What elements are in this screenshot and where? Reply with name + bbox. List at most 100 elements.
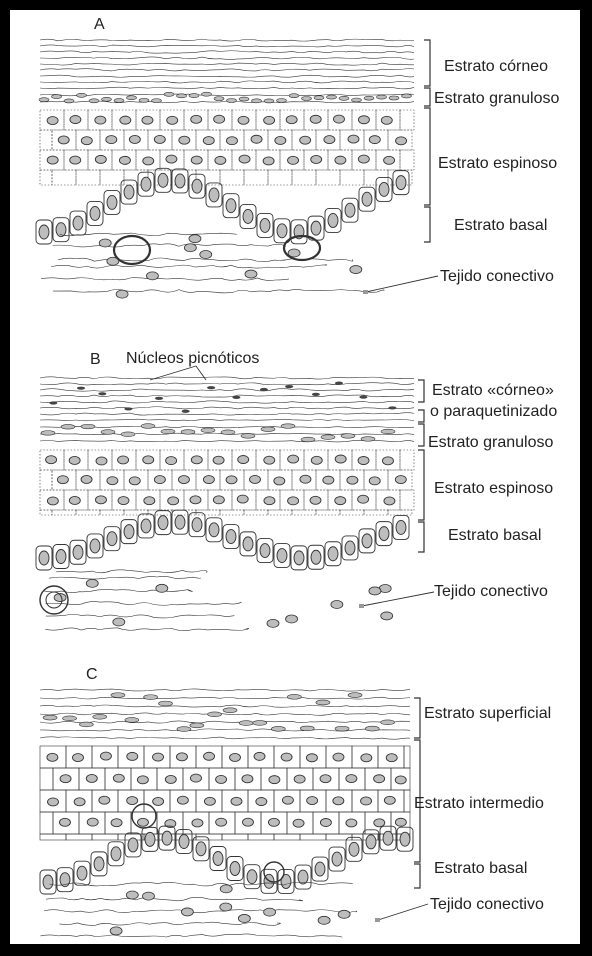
c-superficial-line [40, 721, 410, 723]
b-basal-nucleus [192, 518, 202, 532]
b-corneum-line [40, 413, 414, 415]
b-spinosum-cell [40, 510, 52, 515]
a-spinosum-cell [400, 110, 414, 130]
a-spinosum-nucleus [239, 155, 250, 163]
a-spinosum-nucleus [129, 135, 140, 143]
b-granulosum-nucleus [281, 424, 295, 429]
c-leader-conectivo-tip [375, 918, 380, 922]
c-connective-fibroblast [110, 927, 122, 935]
c-connective-fibroblast [142, 892, 154, 900]
a-granulosum-nucleus [177, 94, 187, 98]
a-spinosum-nucleus [333, 115, 344, 123]
b-spinosum-nucleus [358, 495, 369, 503]
c-intermedio-nucleus [395, 776, 406, 784]
a-granulosum-nucleus [264, 99, 274, 103]
b-pyknotic-nucleus [49, 401, 57, 404]
b-pyknotic-nucleus [335, 382, 343, 385]
b-pyknotic-nucleus [312, 393, 320, 396]
c-intermedio-nucleus [395, 818, 406, 826]
a-spinosum-nucleus [47, 156, 58, 164]
b-pyknotic-nucleus [124, 407, 132, 410]
b-callout-line-1 [150, 366, 196, 380]
b-spinosum-nucleus [47, 497, 58, 505]
b-basal-nucleus [243, 537, 253, 551]
a-basal-nucleus [73, 216, 83, 230]
label-estrato-espinoso-b: Estrato espinoso [434, 479, 553, 498]
a-spinosum-nucleus [167, 116, 178, 124]
c-intermedio-cell [66, 834, 92, 840]
a-spinosum-nucleus [358, 116, 369, 124]
a-spinosum-nucleus [226, 137, 237, 145]
b-granulosum-nucleus [221, 430, 235, 435]
label-estrato-intermedio-c: Estrato intermedio [414, 794, 544, 813]
a-granulosum-nucleus [152, 99, 162, 103]
b-basal-nucleus [124, 525, 134, 539]
b-spinosum-nucleus [118, 456, 129, 464]
a-granulosum-nucleus [89, 99, 99, 103]
b-spinosum-cell [292, 510, 316, 515]
c-superficial-nucleus [381, 720, 395, 725]
b-bracket-granuloso [418, 424, 424, 446]
b-connective-fibroblast [156, 584, 168, 592]
b-spinosum-nucleus [168, 497, 179, 505]
c-basal-nucleus [366, 835, 376, 849]
c-intermedio-nucleus [384, 796, 395, 804]
b-bracket-corneo [418, 380, 424, 402]
b-basal-nucleus [107, 532, 117, 546]
b-basal-nucleus [362, 534, 372, 548]
b-spinosum-nucleus [369, 477, 380, 485]
a-spinosum-nucleus [238, 116, 249, 124]
b-spinosum-cell [364, 510, 388, 515]
c-intermedio-nucleus [192, 819, 203, 827]
c-intermedio-nucleus [216, 818, 227, 826]
c-intermedio-nucleus [190, 774, 201, 782]
c-intermedio-nucleus [254, 752, 265, 760]
c-intermedio-nucleus [48, 798, 59, 806]
a-spinosum-nucleus [300, 136, 311, 144]
b-spinosum-nucleus [300, 475, 311, 483]
c-intermedio-nucleus [320, 775, 331, 783]
b-spinosum-nucleus [226, 476, 237, 484]
c-connective-fibroblast [318, 916, 330, 924]
a-basal-nucleus [311, 221, 321, 235]
a-granulosum-nucleus [352, 98, 362, 102]
a-corneum-line [40, 63, 414, 65]
c-basal-nucleus [315, 862, 325, 876]
b-pyknotic-nucleus [388, 406, 396, 409]
c-intermedio-nucleus [47, 753, 58, 761]
b-basal-nucleus [39, 551, 49, 565]
a-spinosum-nucleus [106, 136, 117, 144]
b-spinosum-cell [52, 510, 76, 515]
c-intermedio-nucleus [374, 819, 385, 827]
b-pyknotic-nucleus [155, 397, 163, 400]
a-basal-nucleus [158, 173, 168, 187]
b-basal-nucleus [56, 550, 66, 564]
c-intermedio-nucleus [242, 775, 253, 783]
a-spinosum-cell [400, 150, 414, 170]
b-granulosum-nucleus [381, 429, 395, 434]
a-corneum-line [40, 57, 414, 59]
c-intermedio-nucleus [99, 796, 110, 804]
b-connective-fibroblast [381, 612, 393, 620]
b-basal-nucleus [260, 544, 270, 558]
b-spinosum-nucleus [237, 495, 248, 503]
a-basal-nucleus [107, 195, 117, 209]
c-connective-fibroblast [338, 910, 350, 918]
b-spinosum-cell [388, 510, 412, 515]
b-bracket-basal [418, 522, 424, 552]
b-spinosum-cell [268, 510, 292, 515]
a-connective-fibroblast [99, 239, 111, 247]
b-granulosum-nucleus [41, 431, 55, 436]
c-intermedio-nucleus [268, 818, 279, 826]
c-intermedio-nucleus [242, 818, 253, 826]
b-pyknotic-nucleus [359, 396, 367, 399]
c-intermedio-nucleus [282, 796, 293, 804]
c-intermedio-nucleus [165, 775, 176, 783]
a-leader-conectivo [366, 276, 438, 292]
a-connective-fibroblast [350, 266, 362, 274]
b-connective-fibroblast [286, 615, 298, 623]
c-basal-nucleus [77, 866, 87, 880]
c-superficial-nucleus [177, 727, 191, 732]
a-granulosum-line [40, 94, 414, 96]
a-basal-nucleus [396, 176, 406, 190]
